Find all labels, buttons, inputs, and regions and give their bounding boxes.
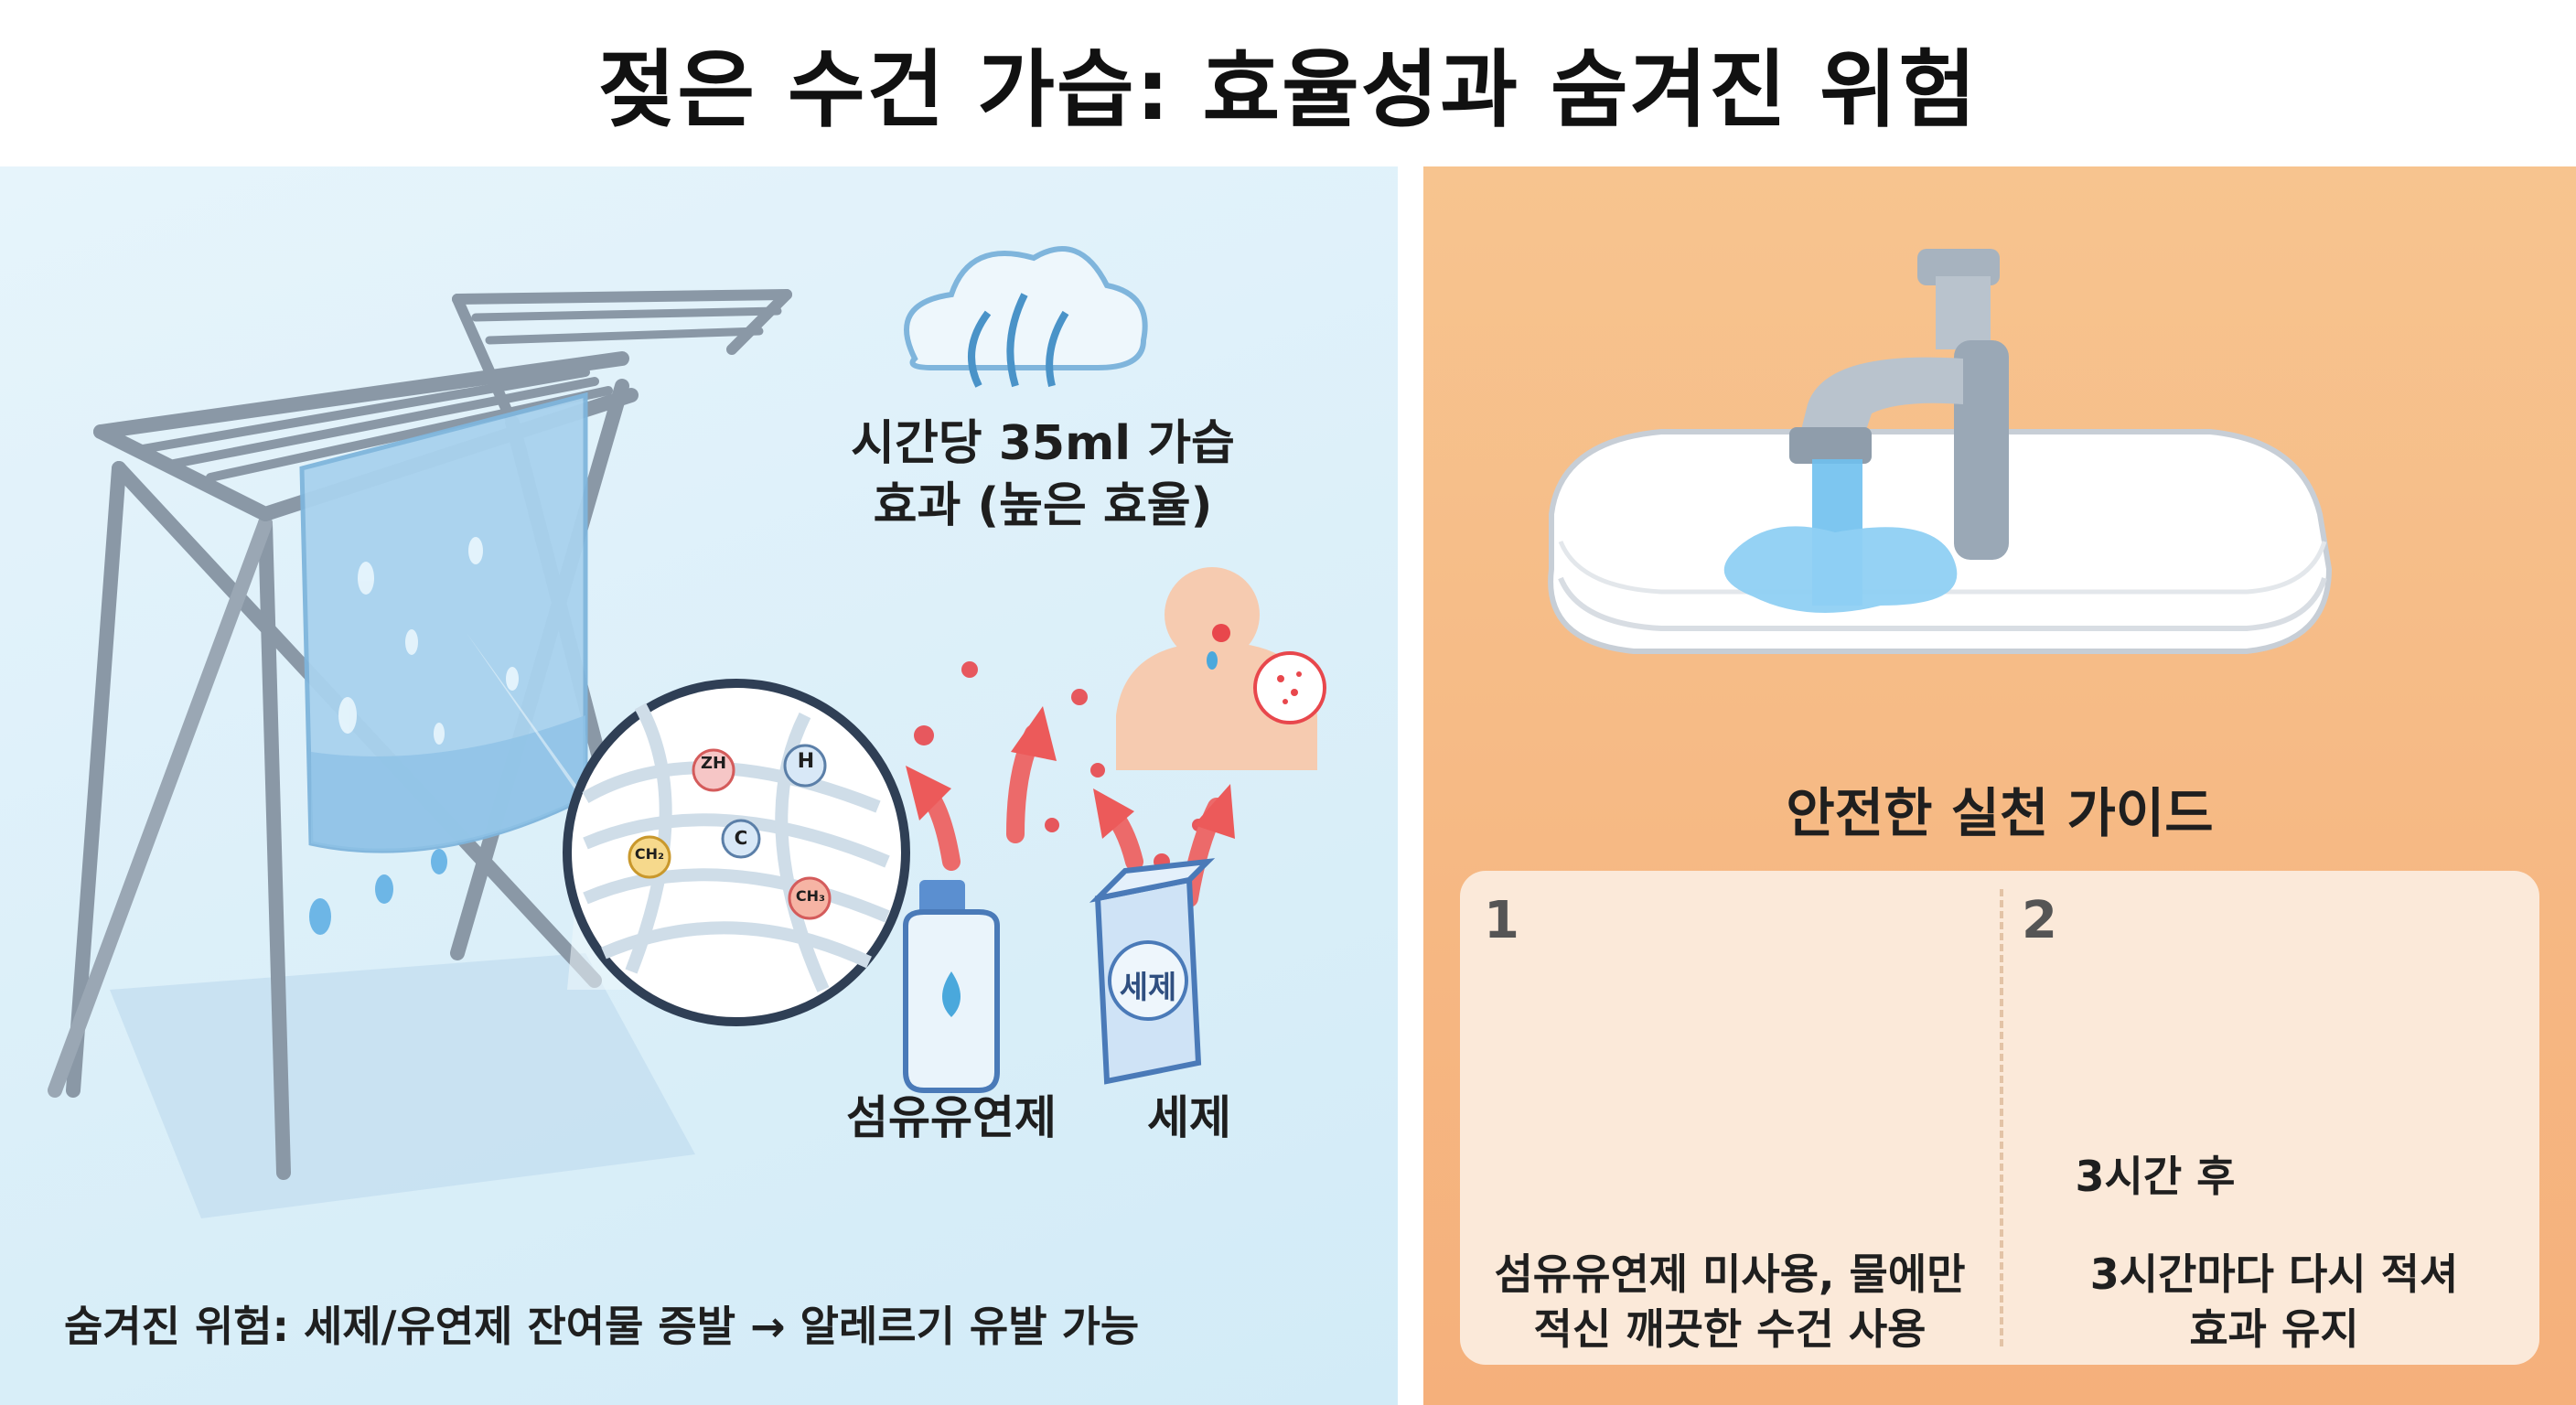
- humidify-caption-line2: 효과 (높은 효율): [873, 478, 1213, 533]
- chem-label-h: H: [797, 750, 815, 773]
- allergy-person-icon: [1116, 567, 1326, 770]
- detergent-box-icon: [1089, 858, 1216, 1085]
- chem-label-zh: ZH: [700, 754, 727, 773]
- step1-text-line1: 섬유유연제 미사용, 물에만: [1494, 1249, 1966, 1299]
- step1-number: 1: [1484, 891, 1519, 950]
- page-title: 젖은 수건 가습: 효율성과 숨겨진 위험: [597, 40, 1979, 139]
- step2-text-line2: 효과 유지: [2189, 1304, 2359, 1354]
- softener-label: 섬유유연제: [846, 1091, 1057, 1144]
- steps-divider: [2000, 889, 2003, 1346]
- humidify-caption-line1: 시간당 35ml 가습: [851, 416, 1235, 471]
- guide-title: 안전한 실천 가이드: [1786, 782, 2214, 844]
- guide-steps-card: 1 2 3시간 후 섬유유연제 미사용, 물에만 적신 깨끗한 수건 사용 3시…: [1460, 871, 2539, 1365]
- left-illustration: [48, 246, 1326, 1218]
- cloud-steam-icon: [904, 246, 1148, 388]
- safety-guide-panel: 안전한 실천 가이드 1 2 3시간 후 섬유유연제 미사용, 물에만 적신 깨…: [1423, 166, 2576, 1405]
- panel-divider: [1398, 166, 1423, 1405]
- step2-number: 2: [2022, 891, 2057, 950]
- hidden-risk-text: 숨겨진 위험: 세제/유연제 잔여물 증발 → 알레르기 유발 가능: [64, 1302, 1140, 1351]
- step1-text-line2: 적신 깨끗한 수건 사용: [1533, 1304, 1927, 1354]
- faucet-icon: [1789, 249, 2009, 560]
- chem-label-ch2: CH₂: [634, 845, 665, 863]
- detergent-box-text: 세제: [1119, 970, 1177, 1006]
- after-3-hours-label: 3시간 후: [2075, 1152, 2236, 1201]
- step2-text-line1: 3시간마다 다시 적셔: [2089, 1249, 2459, 1299]
- detergent-label: 세제: [1147, 1091, 1231, 1144]
- chem-label-ch3: CH₃: [795, 887, 826, 905]
- chem-label-c: C: [734, 827, 748, 849]
- risk-panel: 시간당 35ml 가습 효과 (높은 효율) ZH H CH₂ C CH₃ 세제…: [0, 166, 1398, 1405]
- softener-bottle-icon: [903, 880, 1000, 1093]
